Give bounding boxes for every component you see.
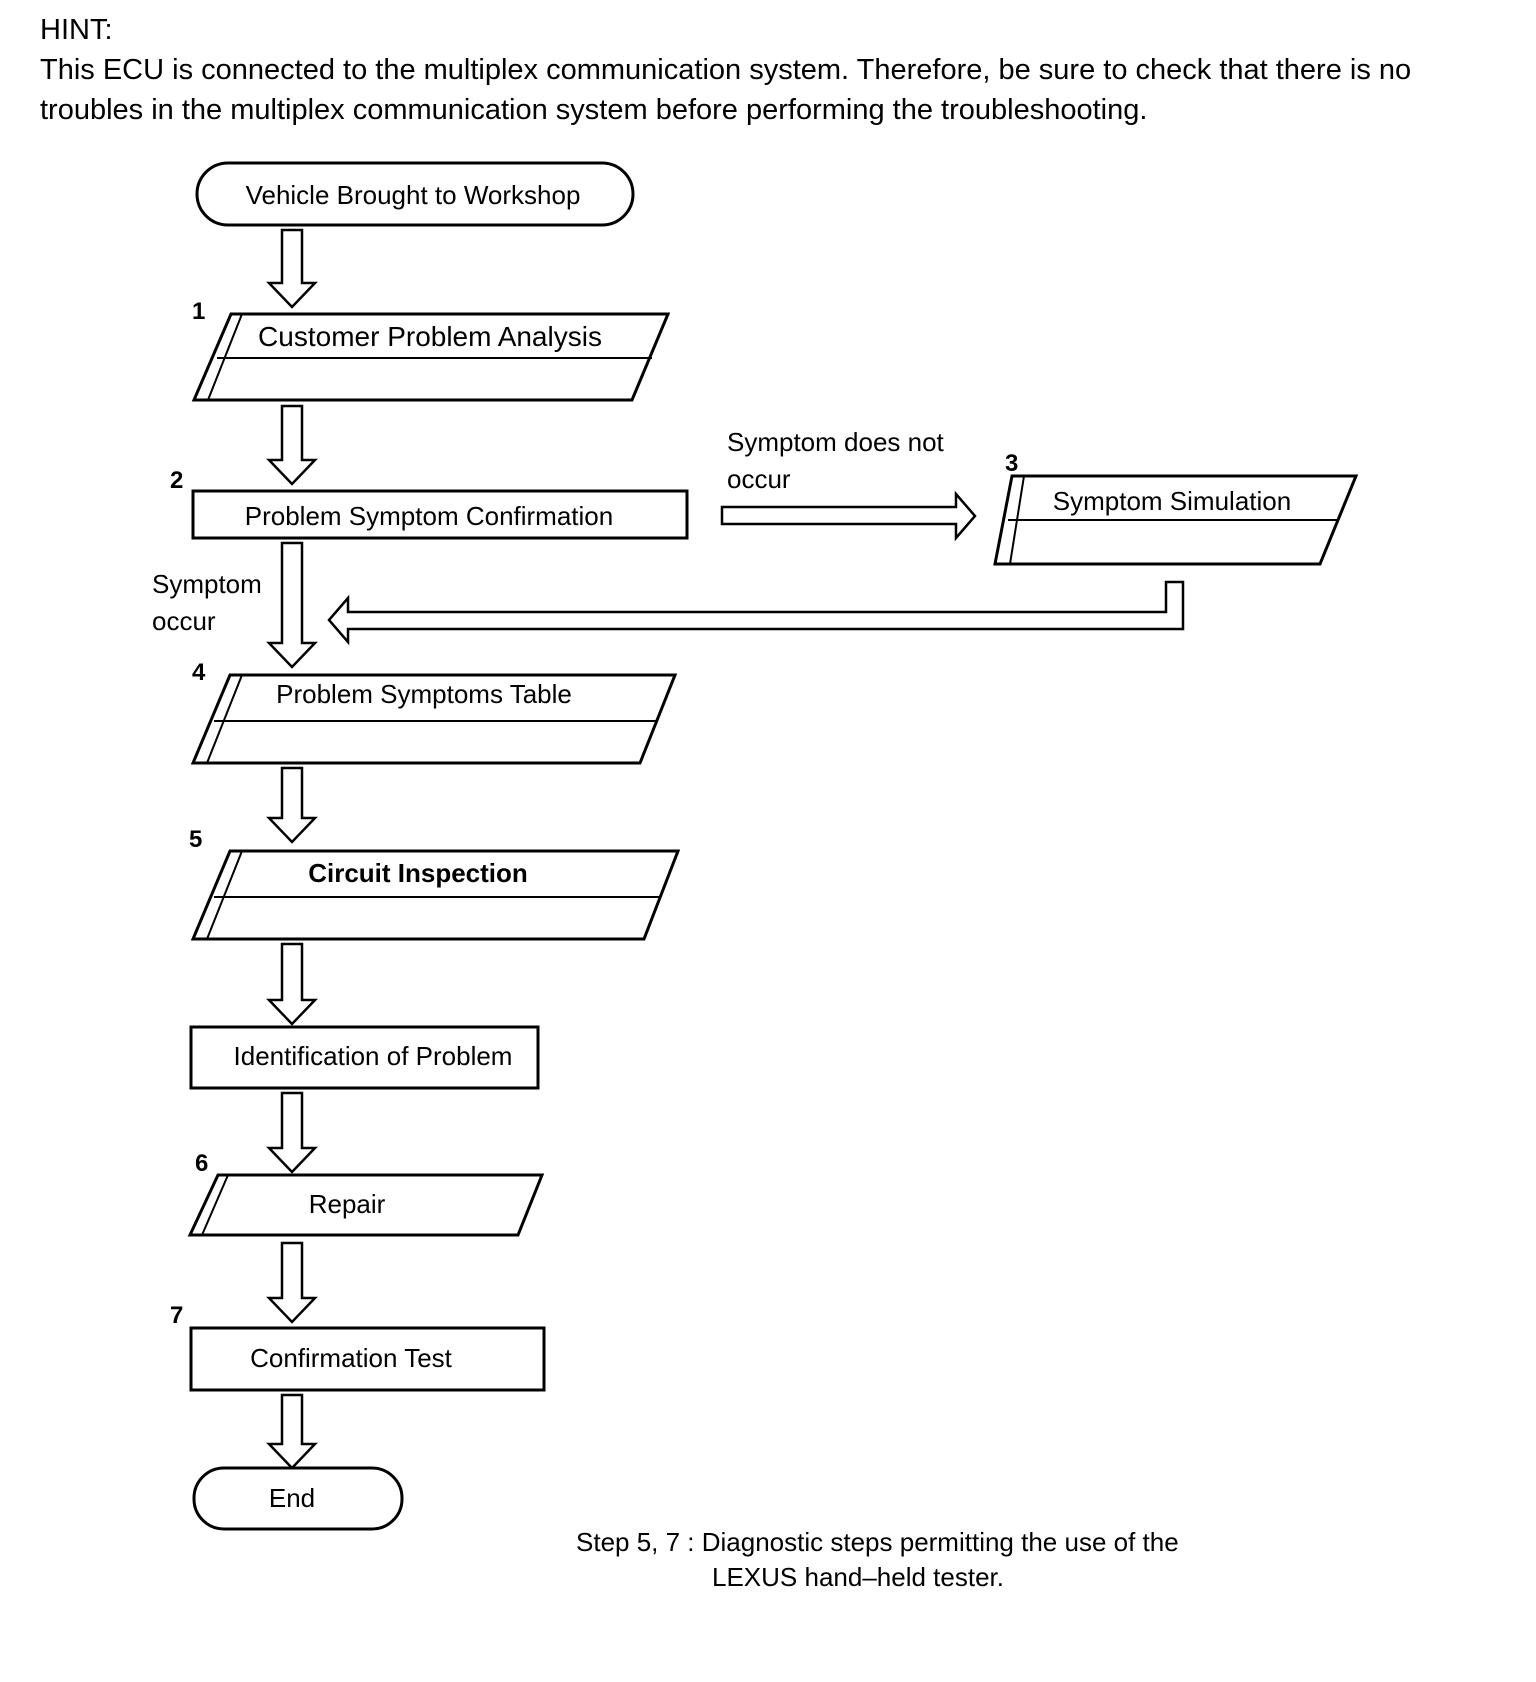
end-terminal-label: End bbox=[269, 1483, 315, 1513]
arrow-down-icon bbox=[266, 541, 318, 669]
start-terminal-label: Vehicle Brought to Workshop bbox=[246, 180, 581, 210]
step-number: 1 bbox=[192, 298, 205, 325]
arrow-down-icon bbox=[266, 1393, 318, 1470]
branch-label-not-occur-line-1: Symptom does not bbox=[727, 427, 945, 457]
step-number: 5 bbox=[189, 826, 202, 853]
branch-label-not-occur-line-2: occur bbox=[727, 464, 791, 494]
step-label: Repair bbox=[309, 1189, 386, 1219]
hint-heading: HINT: bbox=[40, 14, 113, 46]
branch-label-occur-line-1: Symptom bbox=[152, 569, 262, 599]
step-number: 2 bbox=[170, 467, 183, 494]
footnote-line-2: LEXUS hand–held tester. bbox=[712, 1562, 1004, 1592]
arrow-return-icon bbox=[327, 580, 1185, 646]
identification-box bbox=[189, 1025, 540, 1090]
step-number: 3 bbox=[1005, 450, 1018, 477]
arrow-down-icon bbox=[266, 1091, 318, 1174]
step-number: 6 bbox=[195, 1150, 208, 1177]
footnote-line-1: Step 5, 7 : Diagnostic steps permitting … bbox=[576, 1527, 1179, 1557]
step-2-box bbox=[191, 489, 689, 540]
step-label: Symptom Simulation bbox=[1053, 486, 1291, 516]
arrow-down-icon bbox=[266, 228, 318, 309]
step-label: Identification of Problem bbox=[234, 1041, 513, 1071]
arrow-right-icon bbox=[720, 490, 977, 542]
end-terminal bbox=[192, 1466, 404, 1531]
step-label: Circuit Inspection bbox=[308, 858, 528, 888]
step-7-box bbox=[189, 1326, 546, 1392]
arrow-down-icon bbox=[266, 1241, 318, 1324]
branch-label-occur-line-2: occur bbox=[152, 606, 216, 636]
step-label: Problem Symptom Confirmation bbox=[245, 501, 613, 531]
arrow-down-icon bbox=[266, 942, 318, 1026]
hint-text-line-2: troubles in the multiplex communication … bbox=[40, 94, 1148, 126]
step-number: 7 bbox=[170, 1302, 183, 1329]
step-number: 4 bbox=[192, 659, 206, 686]
arrow-down-icon bbox=[266, 766, 318, 844]
footnote: Step 5, 7 : Diagnostic steps permitting … bbox=[576, 1525, 1179, 1595]
step-6-box bbox=[187, 1173, 545, 1237]
hint-text-line-1: This ECU is connected to the multiplex c… bbox=[40, 54, 1412, 86]
hint-block: HINT: This ECU is connected to the multi… bbox=[40, 10, 1500, 130]
step-label: Confirmation Test bbox=[250, 1343, 453, 1373]
start-terminal bbox=[195, 161, 635, 227]
step-5-box bbox=[190, 849, 681, 941]
step-label: Problem Symptoms Table bbox=[276, 679, 572, 709]
step-4-box bbox=[190, 673, 678, 765]
step-label: Customer Problem Analysis bbox=[258, 321, 602, 352]
arrow-down-icon bbox=[266, 404, 318, 486]
